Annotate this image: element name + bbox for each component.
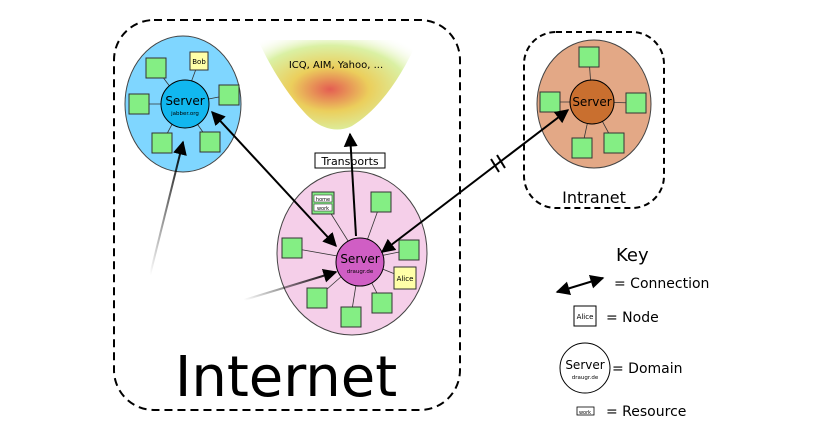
node-resource [603, 132, 625, 154]
server-intranet [569, 79, 615, 125]
domain-jabber-org: Bob Server jabber.org [124, 35, 242, 173]
connection-jabber-draugr [211, 110, 337, 248]
server-jabber [160, 79, 210, 129]
node-resource [151, 132, 173, 154]
key-domain-sample [559, 342, 611, 394]
node-resource [218, 84, 240, 106]
internet-label: Internet [175, 345, 397, 410]
key-node-sample [573, 305, 597, 327]
key-resource-sample-label: work [579, 410, 591, 416]
node-bob-label: Bob [192, 58, 206, 66]
server-draugr-sub: draugr.de [347, 269, 374, 275]
node-alice-label: Alice [397, 275, 414, 283]
key-title: Key [616, 245, 649, 266]
key-node-sample-label: Alice [577, 313, 594, 321]
node-resource [571, 137, 593, 159]
node-alice [393, 266, 417, 290]
node-resource [539, 91, 561, 113]
transports-box-label: Transports [320, 155, 379, 168]
node-resource [199, 131, 221, 153]
domain-draugr-de: home work Alice Server draugr.de [276, 170, 428, 336]
node-resource [281, 237, 303, 259]
node-resource [398, 239, 420, 261]
client-connection-faded [149, 140, 187, 276]
intranet-label: Intranet [562, 188, 626, 207]
node-resource [145, 57, 167, 79]
node-resource [371, 292, 393, 314]
transports-protocols-label: ICQ, AIM, Yahoo, ... [289, 60, 383, 71]
legend-key: Key = Connection Alice = Node Server dra… [555, 245, 709, 420]
transports-cloud [258, 40, 418, 130]
key-connection-arrow [555, 274, 605, 296]
resource-home-label: home [316, 197, 330, 203]
server-jabber-sub: jabber.org [170, 111, 199, 117]
server-draugr-label: Server [340, 252, 379, 266]
node-resource [625, 92, 647, 114]
node-resource [370, 191, 392, 213]
key-domain-sub: draugr.de [572, 375, 599, 381]
firewall-mark [490, 158, 500, 173]
node-resource [340, 306, 362, 328]
connection-draugr-intranet [380, 109, 570, 253]
node-resource [578, 46, 600, 68]
key-connection-label: = Connection [614, 276, 709, 292]
client-connection-faded [243, 268, 338, 301]
node-resource [128, 93, 150, 115]
domain-intranet: Server [536, 39, 652, 169]
server-draugr [335, 237, 385, 287]
node-bob [189, 51, 209, 71]
connection-draugr-transports [343, 132, 358, 237]
key-node-label: = Node [606, 310, 659, 326]
server-intranet-label: Server [572, 95, 611, 109]
resource-work-label: work [317, 206, 329, 212]
node-resource [306, 287, 328, 309]
key-resource-sample [576, 406, 595, 416]
server-jabber-label: Server [165, 94, 204, 108]
key-domain-server: Server [565, 358, 604, 372]
key-resource-label: = Resource [606, 404, 686, 420]
key-domain-label: = Domain [612, 361, 683, 377]
firewall-mark [496, 154, 506, 169]
